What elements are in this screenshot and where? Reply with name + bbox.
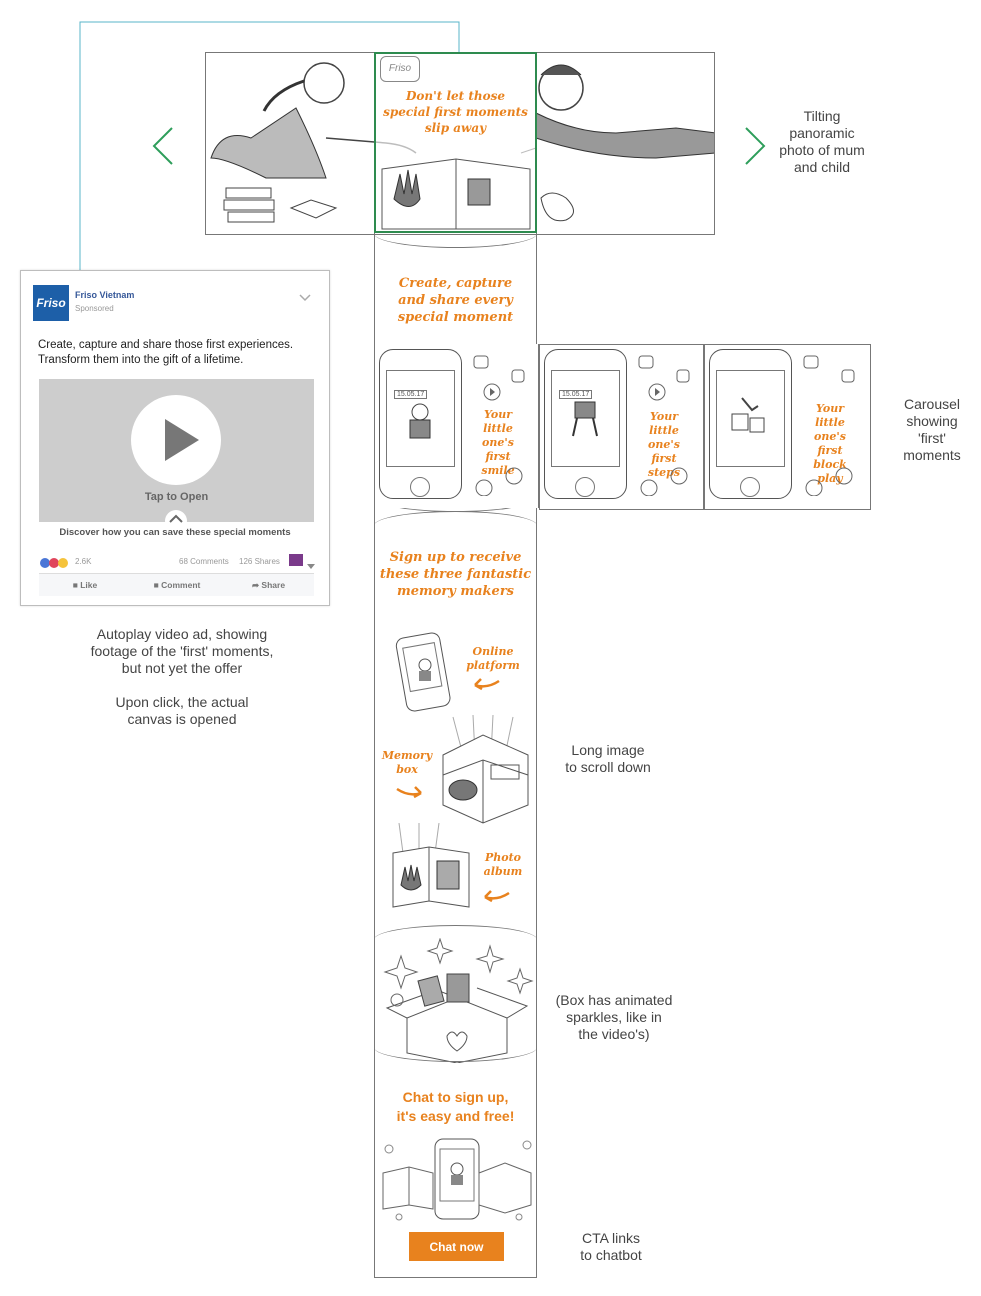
like-label: Like: [80, 580, 98, 590]
carousel-note: Carousel showing 'first' moments: [903, 396, 961, 463]
photo-album-label: Photo album: [483, 851, 523, 878]
reactions-count[interactable]: 2.6K: [75, 557, 92, 566]
section1-title: Create, capture and share every special …: [397, 276, 514, 325]
chevron-up-icon[interactable]: [165, 510, 187, 532]
share-button[interactable]: ➦ Share: [223, 574, 314, 596]
video-area[interactable]: Tap to Open: [39, 379, 314, 532]
facebook-ad-card[interactable]: Friso Friso Vietnam Sponsored Create, ca…: [20, 270, 330, 606]
social-icons-2: [638, 355, 690, 496]
memory-box-label: Memory box: [381, 749, 433, 776]
canvas-column: Create, capture and share every special …: [374, 233, 537, 1278]
play-button-icon[interactable]: [131, 395, 221, 485]
friso-logo-sketch: Friso: [380, 56, 420, 82]
share-icon: ➦: [251, 580, 262, 590]
photo-album-sketch: [392, 823, 470, 908]
shares-count[interactable]: 126 Shares: [239, 557, 280, 566]
friso-logo: Friso: [33, 285, 69, 321]
avatar-thumb: [289, 554, 303, 566]
online-platform-phone-sketch: [395, 632, 451, 712]
social-icons-3: [803, 355, 855, 496]
video-caption: Discover how you can save these special …: [59, 527, 291, 538]
chat-title: Chat to sign up, it's easy and free!: [396, 1089, 515, 1124]
like-button[interactable]: ■ Like: [39, 574, 131, 596]
caret-down-icon[interactable]: [307, 557, 315, 575]
comment-label: Comment: [161, 580, 201, 590]
tap-to-open-label[interactable]: Tap to Open: [144, 491, 209, 503]
phone-3: [709, 349, 792, 499]
action-bar: ■ Like ■ Comment ➦ Share: [39, 573, 314, 596]
long-image-note: Long image to scroll down: [565, 742, 651, 775]
chat-illustration-sketch: [382, 1138, 532, 1221]
social-icons-1: [473, 355, 525, 496]
curve-top-2: [374, 511, 537, 540]
chevron-down-icon[interactable]: [299, 289, 311, 307]
comment-button[interactable]: ■ Comment: [131, 574, 223, 596]
panorama-headline: Don't let those special first moments sl…: [383, 89, 528, 135]
sponsored-label: Sponsored: [75, 304, 114, 313]
ad-body-text: Create, capture and share those first ex…: [38, 339, 294, 366]
curve-bottom-3: [374, 1033, 537, 1062]
baby-steps-sketch: [572, 401, 598, 437]
next-arrow-icon[interactable]: [742, 126, 768, 171]
comment-icon: ■: [153, 580, 162, 590]
memory-box-sketch: [442, 715, 529, 824]
curve-top-3: [374, 925, 537, 954]
curve-top-1: [374, 219, 537, 248]
chat-now-button[interactable]: Chat now: [409, 1232, 504, 1261]
page-name[interactable]: Friso Vietnam: [75, 290, 135, 300]
share-label: Share: [261, 580, 286, 590]
arrow-left-icon: [471, 677, 501, 696]
panorama-focus-frame: Friso Don't let those special first mome…: [374, 52, 537, 233]
baby-block-sketch: [731, 397, 765, 433]
arrow-right-icon: [395, 785, 425, 804]
date-tag: 15.05.17: [394, 390, 428, 399]
arrow-left-icon-2: [481, 889, 511, 908]
online-platform-label: Online platform: [466, 645, 520, 672]
fb-ad-note: Autoplay video ad, showing footage of th…: [90, 626, 274, 727]
panorama-note: Tilting panoramic photo of mum and child: [779, 108, 865, 175]
carousel-caption-2: Your little one's first steps: [647, 410, 681, 479]
reaction-icons: [40, 556, 74, 574]
phone-2: 15.05.17: [544, 349, 627, 499]
date-tag-2: 15.05.17: [559, 390, 593, 399]
phone-1: 15.05.17: [379, 349, 462, 499]
signup-title: Sign up to receive these three fantastic…: [379, 550, 532, 599]
cta-note: CTA links to chatbot: [580, 1230, 642, 1263]
comments-count[interactable]: 68 Comments: [179, 557, 229, 566]
box-note: (Box has animated sparkles, like in the …: [555, 992, 673, 1042]
baby-smile-sketch: [409, 403, 431, 439]
prev-arrow-icon[interactable]: [150, 126, 176, 171]
carousel-caption-1: Your little one's first smile: [481, 408, 515, 477]
thumbs-up-icon: ■: [72, 580, 81, 590]
